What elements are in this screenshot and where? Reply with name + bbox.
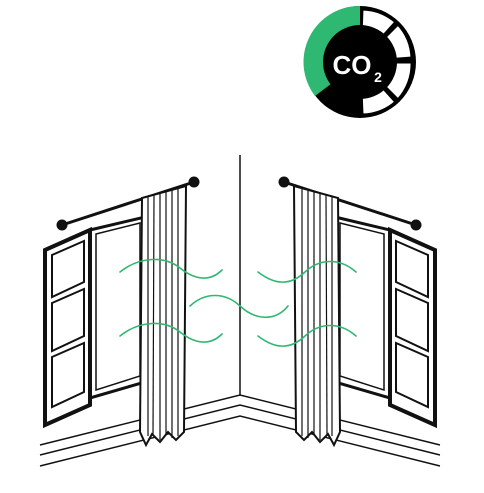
subscript-label: 2	[374, 69, 382, 85]
right-curtain	[278, 176, 422, 448]
right-curtain-fabric	[292, 184, 342, 448]
airflow-waves	[119, 258, 357, 347]
floor-line	[39, 415, 441, 467]
gauge-center-disc	[323, 25, 397, 99]
right-window	[333, 215, 437, 429]
left-window	[43, 215, 147, 429]
co2-gauge-icon: CO 2	[303, 5, 416, 118]
room-corner	[39, 155, 441, 467]
baseboard-mid	[39, 404, 441, 456]
baseboard-top	[39, 394, 441, 446]
left-window-glass	[95, 222, 141, 392]
right-window-glass	[339, 222, 385, 392]
left-curtain-fabric	[138, 184, 188, 448]
co-label: CO	[333, 50, 372, 80]
left-curtain	[56, 176, 200, 448]
